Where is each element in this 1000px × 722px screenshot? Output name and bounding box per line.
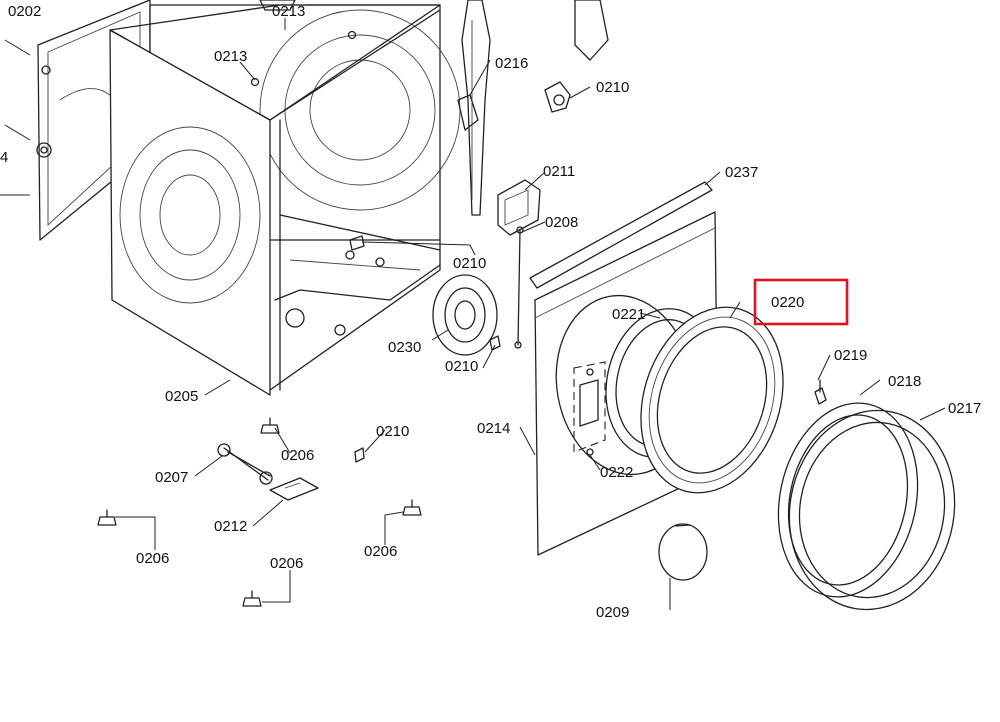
label-0204: 4 (0, 149, 8, 166)
label-0210-lower: 0210 (376, 423, 409, 440)
label-0217: 0217 (948, 400, 981, 417)
label-0220: 0220 (771, 294, 804, 311)
label-0230: 0230 (388, 339, 421, 356)
fastener-part (349, 81, 571, 463)
control-module-part (497, 179, 541, 236)
highlight-box (753, 278, 849, 326)
label-0222: 0222 (600, 464, 633, 481)
hinge-bracket-part (457, 0, 609, 216)
label-0211: 0211 (543, 163, 575, 180)
door-ring-part (777, 402, 919, 598)
label-0213-top: 0213 (272, 3, 305, 20)
label-0202: 0202 (8, 3, 41, 20)
label-0205: 0205 (165, 388, 198, 405)
label-0221: 0221 (612, 306, 645, 323)
label-0210-bracket: 0210 (596, 79, 629, 96)
leader-lines (0, 18, 946, 610)
cabinet-frame-part (109, 0, 461, 396)
label-0210-rod: 0210 (445, 358, 478, 375)
label-0237: 0237 (725, 164, 758, 181)
rod-part (514, 226, 524, 349)
label-0219: 0219 (834, 347, 867, 364)
bearing-housing-part (432, 274, 498, 356)
label-0210-frame: 0210 (453, 255, 486, 272)
label-0216: 0216 (495, 55, 528, 72)
part-labels: 0202 0213 0213 0216 0210 0211 0237 0208 … (0, 3, 981, 621)
cover-disc-part (658, 523, 708, 581)
label-0213: 0213 (214, 48, 247, 65)
door-frame-ring-part (640, 306, 784, 494)
wrench-part (217, 443, 273, 485)
label-0208: 0208 (545, 214, 578, 231)
label-0207: 0207 (155, 469, 188, 486)
label-0212: 0212 (214, 518, 247, 535)
label-0214: 0214 (477, 420, 510, 437)
pin-part (814, 379, 827, 405)
plate-part (269, 477, 319, 501)
label-0209: 0209 (596, 604, 629, 621)
label-0206-upper: 0206 (281, 447, 314, 464)
label-0206-right: 0206 (364, 543, 397, 560)
label-0206-bottom: 0206 (270, 555, 303, 572)
label-0218: 0218 (888, 373, 921, 390)
foot-part (97, 417, 422, 607)
outer-door-ring-part (788, 409, 956, 611)
top-rail-part (529, 181, 713, 289)
label-0206-left: 0206 (136, 550, 169, 567)
